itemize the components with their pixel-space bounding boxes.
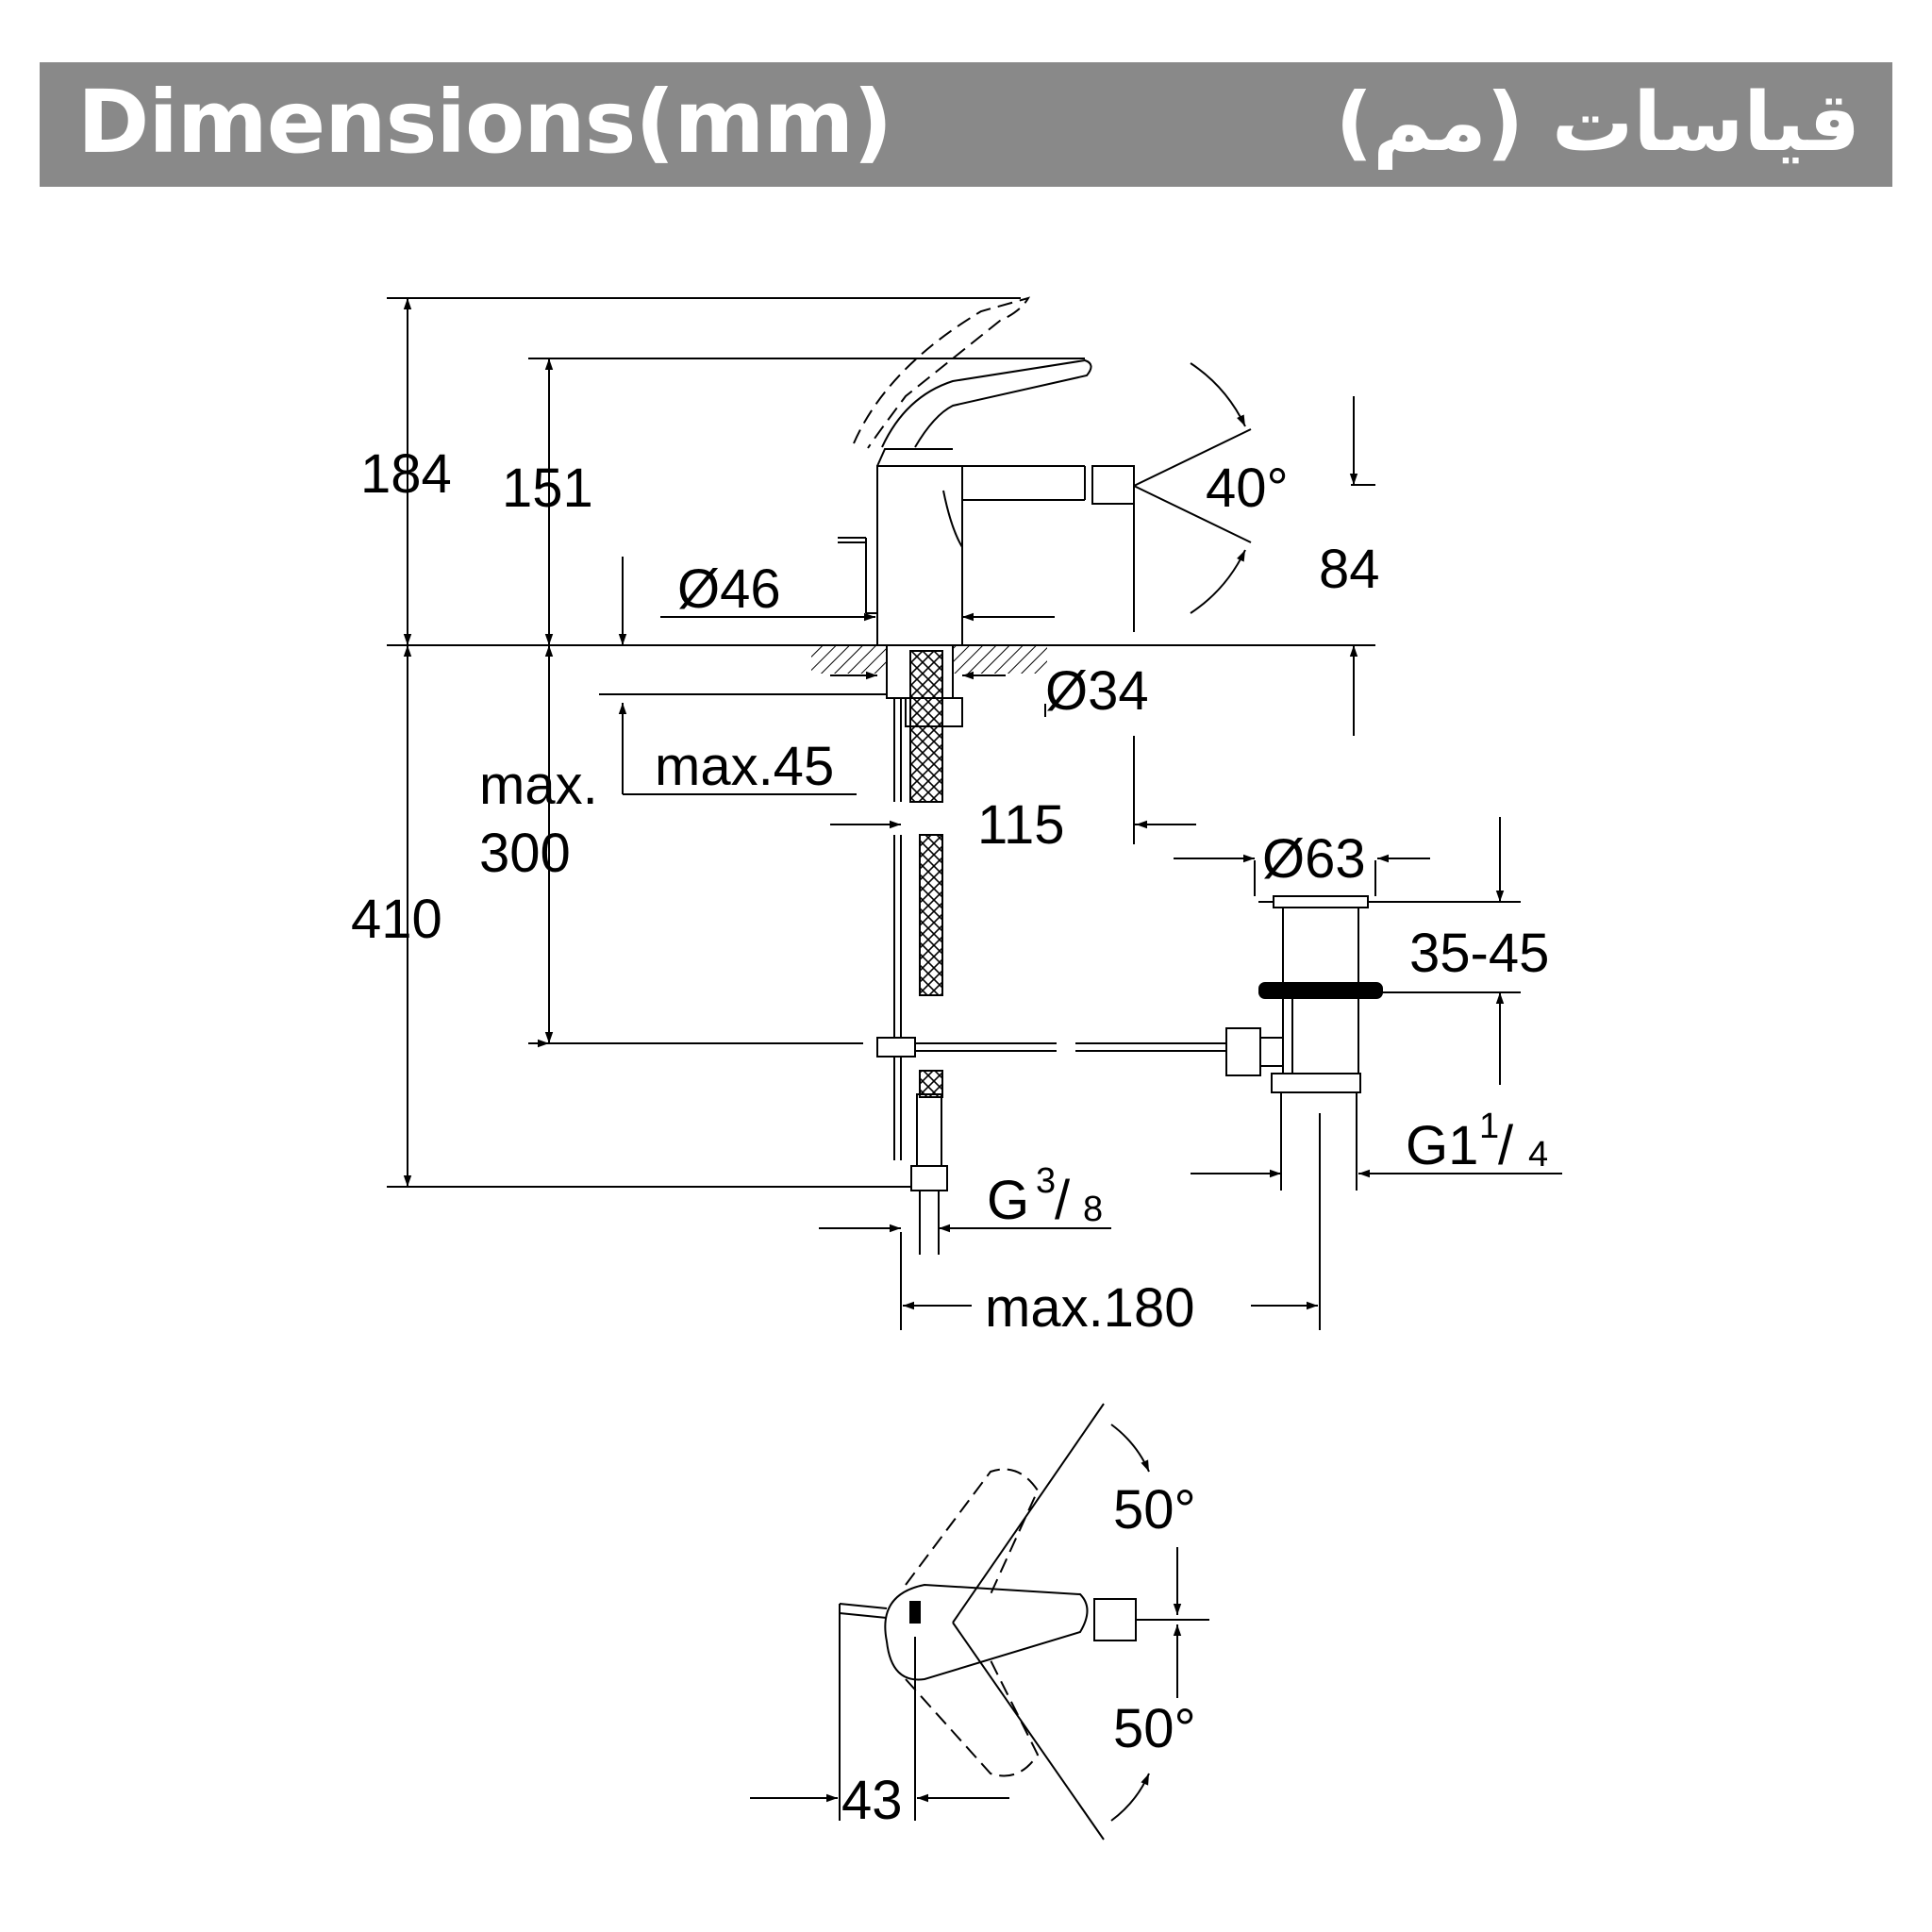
label-waste-height: 35-45 [1409,923,1549,984]
label-spout-angle: 40° [1206,458,1289,519]
label-angle-lower: 50° [1113,1698,1196,1759]
label-angle-upper: 50° [1113,1479,1196,1541]
label-waste-diameter: Ø63 [1262,828,1366,890]
label-lever-offset: 43 [841,1770,903,1831]
title-arabic: قیاسات (مم) [1335,75,1860,170]
label-body-height: 151 [502,458,593,519]
faucet-body [838,296,1135,646]
dimension-arrows [403,298,1562,1310]
supply-thread-num: 3 [1036,1161,1056,1201]
title-english: Dimensions(mm) [77,72,892,173]
waste-thread-slash: / [1498,1115,1514,1176]
waste-thread-main: G1 [1406,1115,1478,1176]
deck-and-hoses [811,644,1226,1255]
label-max-width: max.180 [985,1277,1194,1339]
waste-thread-den: 4 [1528,1135,1548,1174]
label-base-diameter: Ø46 [677,558,781,620]
supply-thread-main: G [987,1170,1029,1231]
label-spout-height: 84 [1319,539,1380,600]
supply-thread-den: 8 [1083,1190,1103,1229]
supply-thread-slash: / [1055,1170,1071,1231]
label-supply-thread: G 3 / 8 [987,1161,1103,1231]
label-total-below: 410 [351,889,442,950]
label-waste-thread: G1 1 / 4 [1406,1107,1548,1176]
label-hose-offset: 115 [977,794,1064,856]
waste-assembly [1225,895,1383,1093]
waste-thread-num: 1 [1479,1107,1499,1146]
header-bar: Dimensions(mm) قیاسات (مم) [40,62,1892,187]
label-hole-diameter: Ø34 [1045,660,1149,722]
label-max-below-2: 300 [479,823,571,884]
label-max-below-1: max. [479,755,598,816]
label-overall-height: 184 [360,443,452,505]
top-view [750,1403,1209,1840]
label-max-deck-thickness: max.45 [655,736,834,797]
